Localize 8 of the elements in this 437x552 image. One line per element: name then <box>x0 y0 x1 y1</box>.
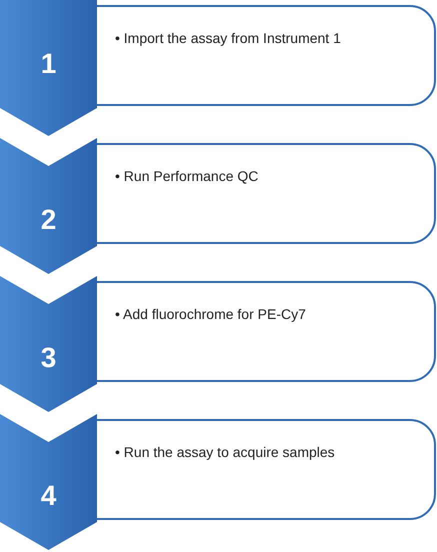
step-number: 2 <box>40 206 58 234</box>
step-text: • Add fluorochrome for PE-Cy7 <box>115 305 307 324</box>
step-number: 3 <box>40 344 58 372</box>
step-number: 4 <box>40 482 58 510</box>
step-text: • Run the assay to acquire samples <box>115 443 336 462</box>
step-number: 1 <box>40 50 58 78</box>
step-text: • Import the assay from Instrument 1 <box>115 29 342 48</box>
step-text: • Run Performance QC <box>115 167 260 186</box>
